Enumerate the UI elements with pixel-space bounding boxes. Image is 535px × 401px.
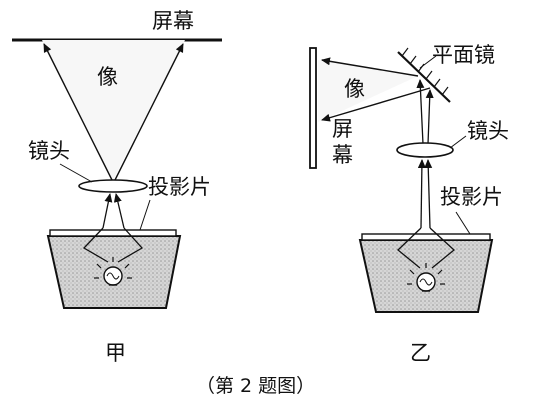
inner-ray-b-right [429, 227, 455, 269]
ray-a-right [114, 43, 184, 181]
ray-a-left [43, 43, 113, 181]
caption-b: 乙 [410, 341, 431, 365]
ray-b-reflect-bottom [321, 87, 431, 122]
diagram-b: 屏 幕 像 平面镜 镜头 投影片 [309, 43, 509, 365]
inner-ray-a-right [117, 227, 144, 263]
label-image-b: 像 [344, 77, 365, 101]
label-mirror: 平面镜 [432, 43, 495, 67]
ray-b-up-left [416, 79, 425, 145]
label-image-a: 像 [97, 65, 118, 89]
plane-mirror [397, 47, 451, 103]
lens-a [78, 179, 148, 193]
figure-caption: （第 2 题图） [196, 375, 315, 397]
slide-b [361, 233, 491, 241]
label-slide-a: 投影片 [148, 175, 211, 199]
ray-b-slide-right [424, 159, 433, 229]
ray-a-up-left [102, 193, 113, 229]
ray-b-slide-left [417, 159, 426, 229]
label-slide-b: 投影片 [440, 185, 503, 209]
image-region-b [318, 60, 418, 122]
ray-b-up-right [425, 89, 434, 145]
diagram-a: 屏幕 像 镜头 投影片 [12, 9, 222, 365]
label-screen-b-1: 屏 [332, 117, 353, 141]
image-region-a [42, 40, 185, 180]
inner-ray-a-left [82, 227, 109, 263]
label-screen-b-2: 幕 [332, 143, 353, 167]
leader-slide-a [139, 199, 151, 231]
ray-b-reflect-top [321, 57, 419, 77]
ray-a-up-right [113, 193, 125, 229]
bulb-icon-b [407, 263, 445, 292]
label-lens-b: 镜头 [467, 119, 509, 143]
bulb-icon-a [94, 257, 132, 286]
leader-lens-a [59, 163, 93, 183]
leader-slide-b [455, 211, 471, 235]
leader-mirror [419, 55, 437, 69]
leader-lens-b [449, 135, 467, 149]
label-lens-a: 镜头 [28, 139, 70, 163]
inner-ray-b-left [397, 227, 422, 269]
slide-a [49, 229, 177, 237]
lens-b [396, 142, 454, 158]
screen-b [309, 47, 317, 169]
caption-a: 甲 [105, 341, 126, 365]
label-screen-a: 屏幕 [152, 9, 194, 33]
